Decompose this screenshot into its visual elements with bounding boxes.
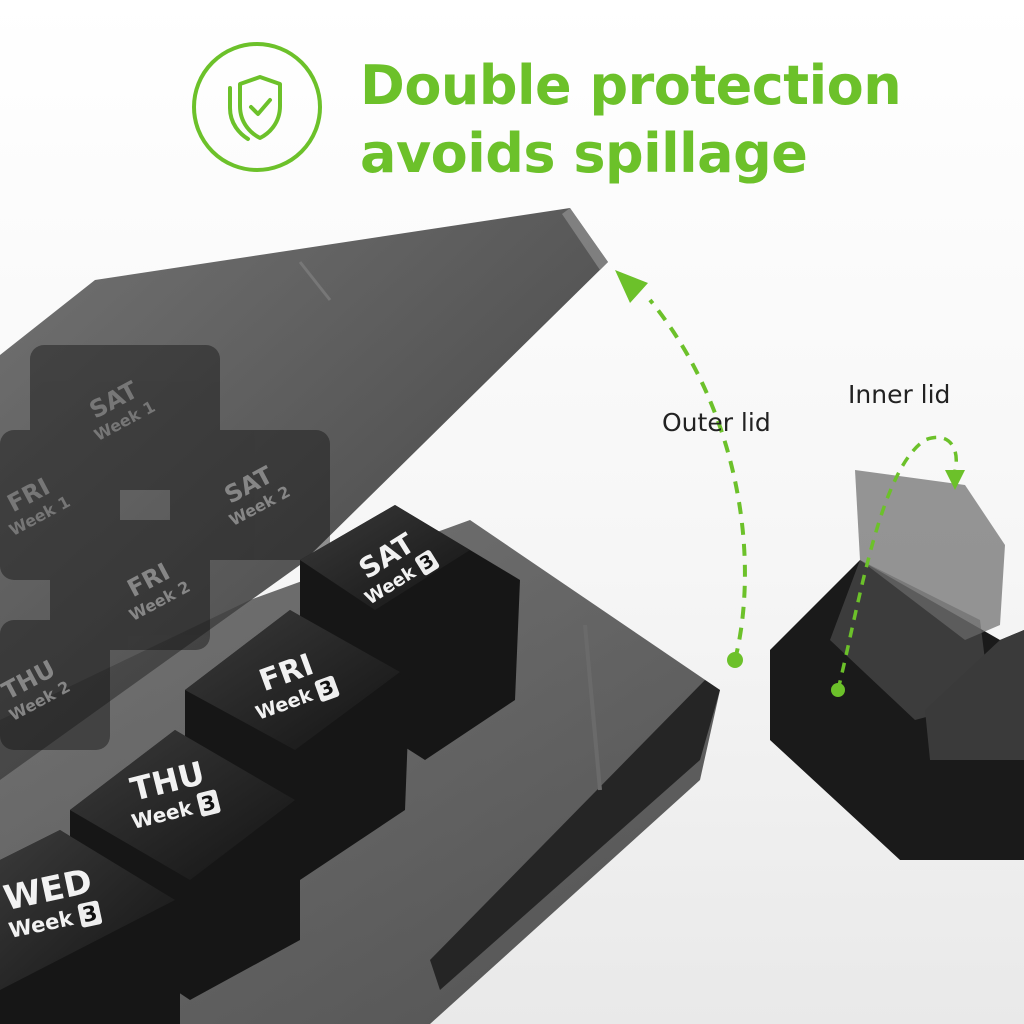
shield-check-icon <box>192 42 322 172</box>
front-compartments <box>0 505 520 1024</box>
outer-lid-arrow <box>615 270 747 668</box>
headline-line-2: avoids spillage <box>360 122 808 185</box>
back-compartments <box>0 345 330 750</box>
inner-lid-arrow <box>831 435 965 697</box>
headline-line-1: Double protection <box>360 54 902 117</box>
inner-lid-label: Inner lid <box>848 380 951 409</box>
headline: Double protection avoids spillage <box>360 52 902 188</box>
outer-lid <box>0 208 608 780</box>
inner-lid-box <box>770 470 1024 860</box>
outer-lid-label: Outer lid <box>662 408 771 437</box>
